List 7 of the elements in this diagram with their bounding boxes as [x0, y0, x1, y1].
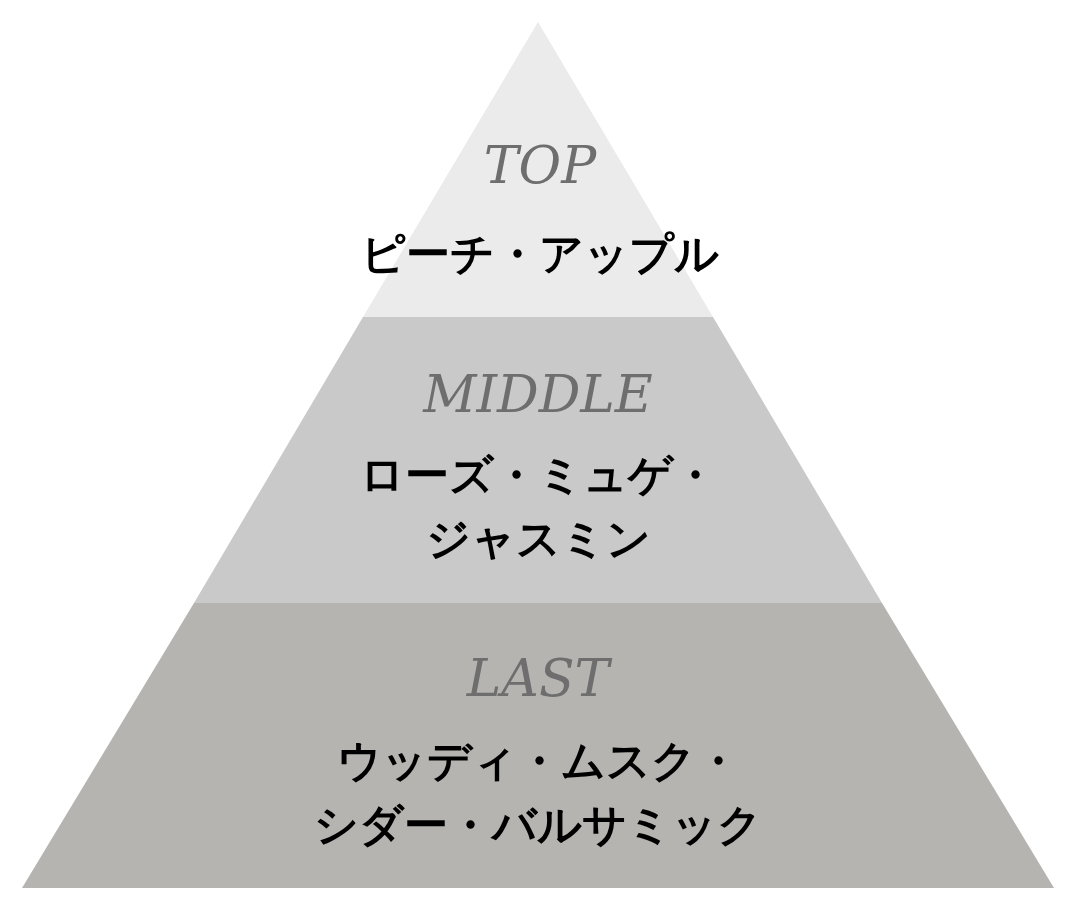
pyramid-tier: [22, 603, 1054, 888]
tier-heading: MIDDLE: [423, 363, 653, 425]
tier-text: ウッディ・ムスク・シダー・バルサミック: [313, 735, 763, 851]
tier-text: ピーチ・アップル: [361, 228, 719, 280]
pyramid-tier: [194, 317, 882, 603]
tier-heading: TOP: [483, 134, 597, 196]
tier-text: ローズ・ミュゲ・ジャスミン: [358, 449, 718, 565]
